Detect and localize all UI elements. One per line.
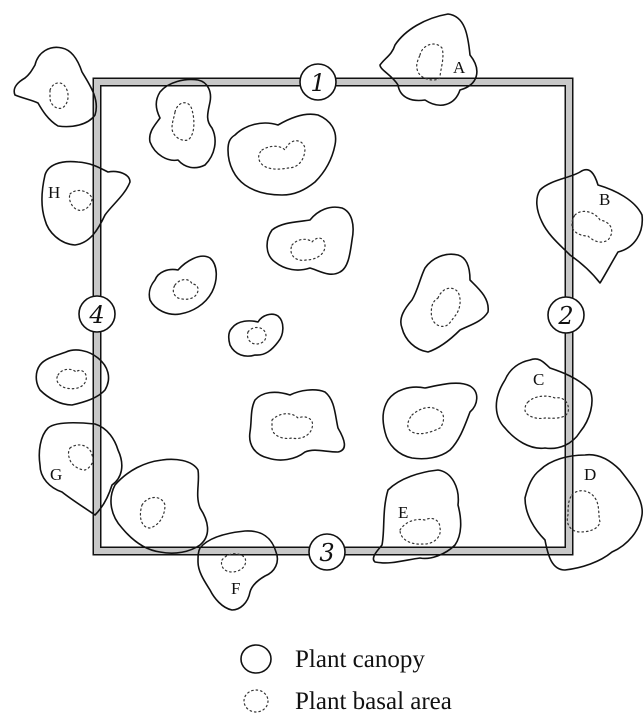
plant-unlabelled-center — [267, 207, 353, 274]
plant-label-f: F — [231, 579, 240, 598]
plant-label-d: D — [584, 465, 596, 484]
legend-basal-label: Plant basal area — [295, 688, 452, 715]
basal-symbol-icon — [244, 690, 268, 712]
plant-b: B — [537, 170, 642, 283]
plant-unlabelled-tiny — [229, 314, 283, 356]
plant-unlabelled-top-center — [228, 114, 336, 195]
plant-c: C — [496, 359, 592, 449]
plant-label-g: G — [50, 465, 62, 484]
legend-canopy: Plant canopy — [241, 645, 425, 673]
side-marker-3: 3 — [309, 534, 345, 570]
plant-a: A — [380, 14, 477, 105]
plant-unlabelled-right-center — [401, 254, 488, 352]
plant-unlabelled-top-left-inner — [150, 80, 215, 168]
plant-unlabelled-bottom-left — [111, 459, 208, 553]
canopy-symbol-icon — [241, 645, 271, 673]
plant-label-h: H — [48, 183, 60, 202]
plant-unlabelled-lower-center — [250, 390, 345, 460]
legend-canopy-label: Plant canopy — [295, 646, 425, 673]
plant-unlabelled-left-small — [149, 256, 216, 314]
side-marker-4: 4 — [79, 296, 115, 332]
side-marker-2: 2 — [548, 297, 584, 333]
legend-basal: Plant basal area — [244, 688, 452, 715]
side-label-2: 2 — [557, 302, 573, 330]
plant-label-b: B — [599, 190, 610, 209]
plant-h: H — [42, 162, 130, 245]
plant-label-c: C — [533, 370, 544, 389]
plant-f: F — [198, 531, 277, 610]
side-label-1: 1 — [310, 69, 325, 97]
plant-unlabelled-lower-right — [383, 383, 477, 459]
plant-label-e: E — [398, 503, 408, 522]
legend: Plant canopy Plant basal area — [241, 645, 452, 715]
side-marker-1: 1 — [300, 64, 336, 100]
side-label-3: 3 — [319, 539, 334, 567]
plant-label-a: A — [453, 58, 466, 77]
side-label-4: 4 — [88, 301, 104, 329]
plant-g: G — [39, 423, 122, 515]
plant-unlabelled-top-left-outer — [14, 47, 96, 126]
